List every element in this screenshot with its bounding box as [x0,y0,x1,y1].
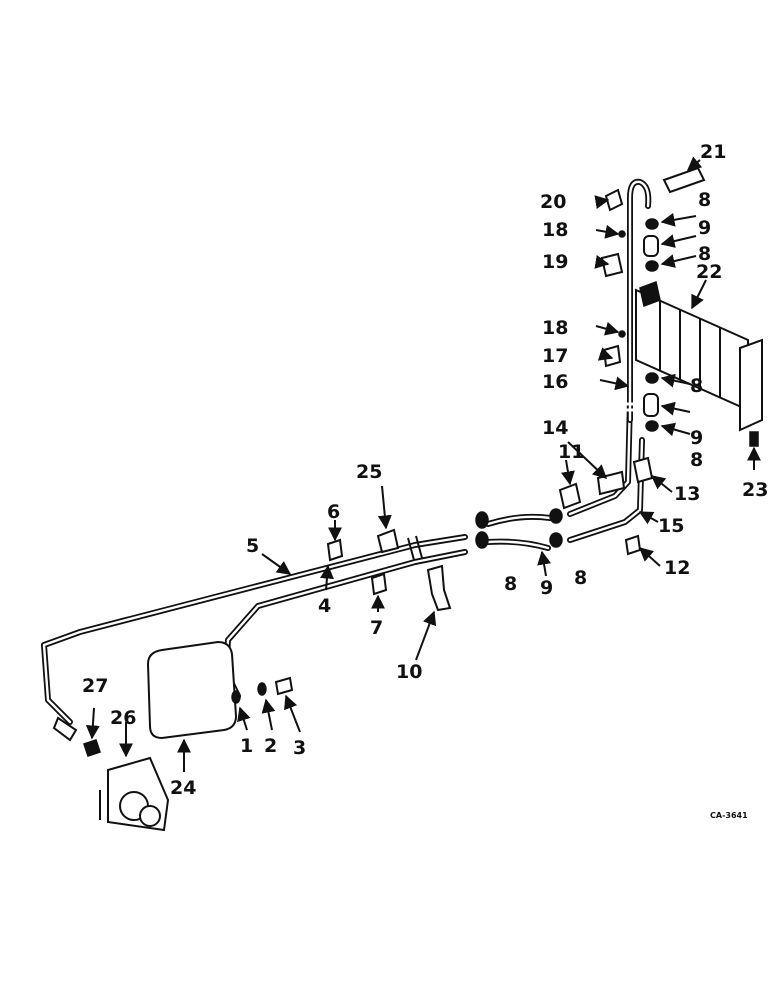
callout-13: 13 [674,483,700,505]
figure-code: CA-3641 [710,811,748,820]
clamp-8-lower-b [645,420,659,432]
washer-1 [231,690,241,704]
callout-3: 3 [293,737,306,759]
callout-20: 20 [540,191,566,213]
clip-7 [370,572,388,596]
oil-filter [146,640,238,740]
clamp-8-left-bottom [475,531,489,549]
callout-12: 12 [664,557,690,579]
connector-21 [662,166,706,194]
callout-9-top: 9 [698,217,711,239]
callout-5: 5 [246,535,259,557]
oil-cooler [635,280,763,432]
callout-11: 11 [558,441,584,463]
callout-24: 24 [170,777,196,799]
callout-25: 25 [356,461,382,483]
bracket-25 [376,528,400,554]
callout-labels: 1 2 3 4 5 6 7 8 8 8 8 8 8 9 9 9 10 11 12… [82,141,768,820]
hose-9-lower [643,393,659,417]
callout-1: 1 [240,735,253,757]
part-18-bottom [618,330,626,338]
callout-15: 15 [658,515,684,537]
clamp-8-upper-a [645,218,659,230]
callout-27: 27 [82,675,108,697]
elbow-fitting [52,716,78,742]
clamp-8-lower-a [645,372,659,384]
callout-26: 26 [110,707,136,729]
bracket-10 [426,564,452,612]
callout-14: 14 [542,417,568,439]
washer-2 [257,682,267,696]
callout-23: 23 [742,479,768,501]
callout-6: 6 [327,501,340,523]
callout-22: 22 [696,261,722,283]
clip-13 [632,456,654,484]
clamp-8-right-bottom [549,532,563,548]
filter-base [99,756,170,832]
callout-18-top: 18 [542,219,568,241]
callout-8-top-a: 8 [698,189,711,211]
clip-19 [600,252,624,278]
callout-16: 16 [542,371,568,393]
clip-20 [604,188,624,212]
callout-9-center: 9 [540,577,553,599]
callout-8-top-b: 8 [698,243,711,265]
clamp-8-left-top [475,511,489,529]
callout-21: 21 [700,141,726,163]
leader-lines [85,156,761,772]
clip-6 [326,538,344,562]
clip-11 [558,482,582,510]
callout-2: 2 [264,735,277,757]
callout-8-center-left: 8 [504,573,517,595]
callout-10: 10 [396,661,422,683]
callout-4: 4 [318,595,331,617]
callout-8-bottom-b: 8 [690,449,703,471]
clamp-8-upper-b [645,260,659,272]
clamp-8-right-top [549,508,563,524]
parts [52,166,763,832]
hose-9-upper [643,235,659,257]
part-18-top [618,230,626,238]
callout-19: 19 [542,251,568,273]
callout-8-bottom-a: 8 [690,375,703,397]
fitting-27 [83,739,101,757]
nut-3 [274,676,294,696]
clip-12 [624,534,642,556]
callout-9-bottom: 9 [690,427,703,449]
callout-18-bottom: 18 [542,317,568,339]
callout-7: 7 [370,617,383,639]
callout-17: 17 [542,345,568,367]
fitting-23 [749,431,759,447]
callout-8-center-right: 8 [574,567,587,589]
